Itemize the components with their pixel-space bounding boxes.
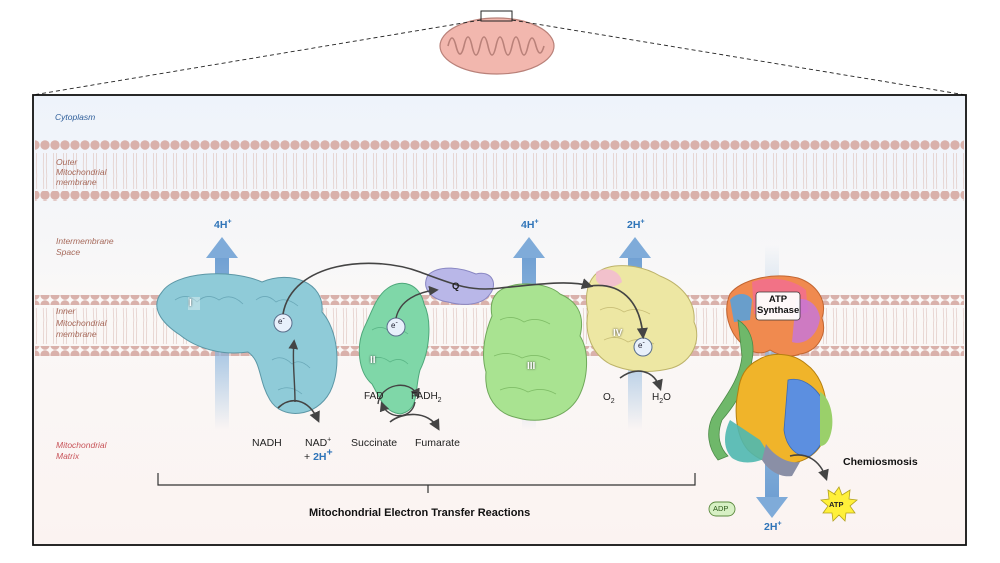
region-intermembrane-2: Space xyxy=(56,247,81,257)
oxygen-reduction-arrow xyxy=(619,370,663,392)
proton-label-I: 4H+ xyxy=(214,218,232,232)
nadh-electron-arrow xyxy=(288,339,299,403)
complex-IV-label: IV xyxy=(613,328,623,339)
complex-III-label: III xyxy=(527,361,536,372)
complex-III-protein xyxy=(483,283,588,421)
atp-production-arrow xyxy=(789,454,829,482)
electron-label-I: e- xyxy=(278,315,285,326)
atp-synthase-protein xyxy=(708,275,833,477)
region-inner-membrane-2: Mitochondrial xyxy=(56,318,107,328)
region-inner-membrane-3: membrane xyxy=(56,329,97,339)
region-outer-membrane-1: Outer xyxy=(56,157,78,167)
electron-flow-path xyxy=(282,262,594,315)
fadh2-label: FADH2 xyxy=(411,391,442,404)
fad-cycle-arrow xyxy=(377,384,420,405)
water-label: H2O xyxy=(652,392,671,405)
reaction-bracket xyxy=(157,473,696,493)
proton-label-atp-synthase: 2H+ xyxy=(764,520,782,534)
zoom-line-left xyxy=(32,19,482,96)
mitochondrion-icon xyxy=(439,10,555,75)
region-outer-membrane-2: Mitochondrial xyxy=(56,167,107,177)
region-inner-membrane-1: Inner xyxy=(56,306,76,316)
electron-flow-to-IV xyxy=(589,284,648,340)
fad-label: FAD xyxy=(364,391,384,402)
region-cytoplasm: Cytoplasm xyxy=(55,112,96,122)
nad-label: NAD+ xyxy=(305,436,332,450)
nadh-reaction-arrow xyxy=(277,399,320,423)
outer-membrane-bilayer xyxy=(35,140,964,201)
atp-label: ATP xyxy=(829,500,844,509)
adp-badge xyxy=(708,501,736,517)
electron-flow-II-to-Q xyxy=(395,285,439,319)
fumarate-label: Fumarate xyxy=(415,437,460,449)
atp-synthase-label-2: Synthase xyxy=(757,305,800,316)
oxygen-label: O2 xyxy=(603,392,615,405)
complex-I-protein xyxy=(156,273,338,414)
region-intermembrane-1: Intermembrane xyxy=(56,236,114,246)
succinate-label: Succinate xyxy=(351,437,398,449)
complex-II-label: II xyxy=(370,355,376,366)
electron-label-IV: e- xyxy=(638,339,645,350)
region-matrix-1: Mitochondrial xyxy=(56,440,107,450)
atp-synthase-label: ATP xyxy=(768,294,788,305)
succinate-arrow xyxy=(389,413,440,431)
reaction-caption: Mitochondrial Electron Transfer Reaction… xyxy=(309,507,531,519)
complex-I-label: I xyxy=(189,298,192,309)
electron-label-II: e- xyxy=(391,319,398,330)
zoom-line-right xyxy=(511,19,967,96)
adp-label: ADP xyxy=(713,504,729,513)
nadh-label: NADH xyxy=(252,437,282,449)
nad-proton-label: + 2H+ xyxy=(304,446,333,463)
atp-burst xyxy=(820,486,858,522)
proton-label-III: 4H+ xyxy=(521,218,539,232)
proton-label-IV: 2H+ xyxy=(627,218,645,232)
region-outer-membrane-3: membrane xyxy=(56,177,97,187)
coenzyme-q-label: Q xyxy=(452,281,460,292)
chemiosmosis-label: Chemiosmosis xyxy=(843,456,918,468)
region-matrix-2: Matrix xyxy=(56,451,80,461)
